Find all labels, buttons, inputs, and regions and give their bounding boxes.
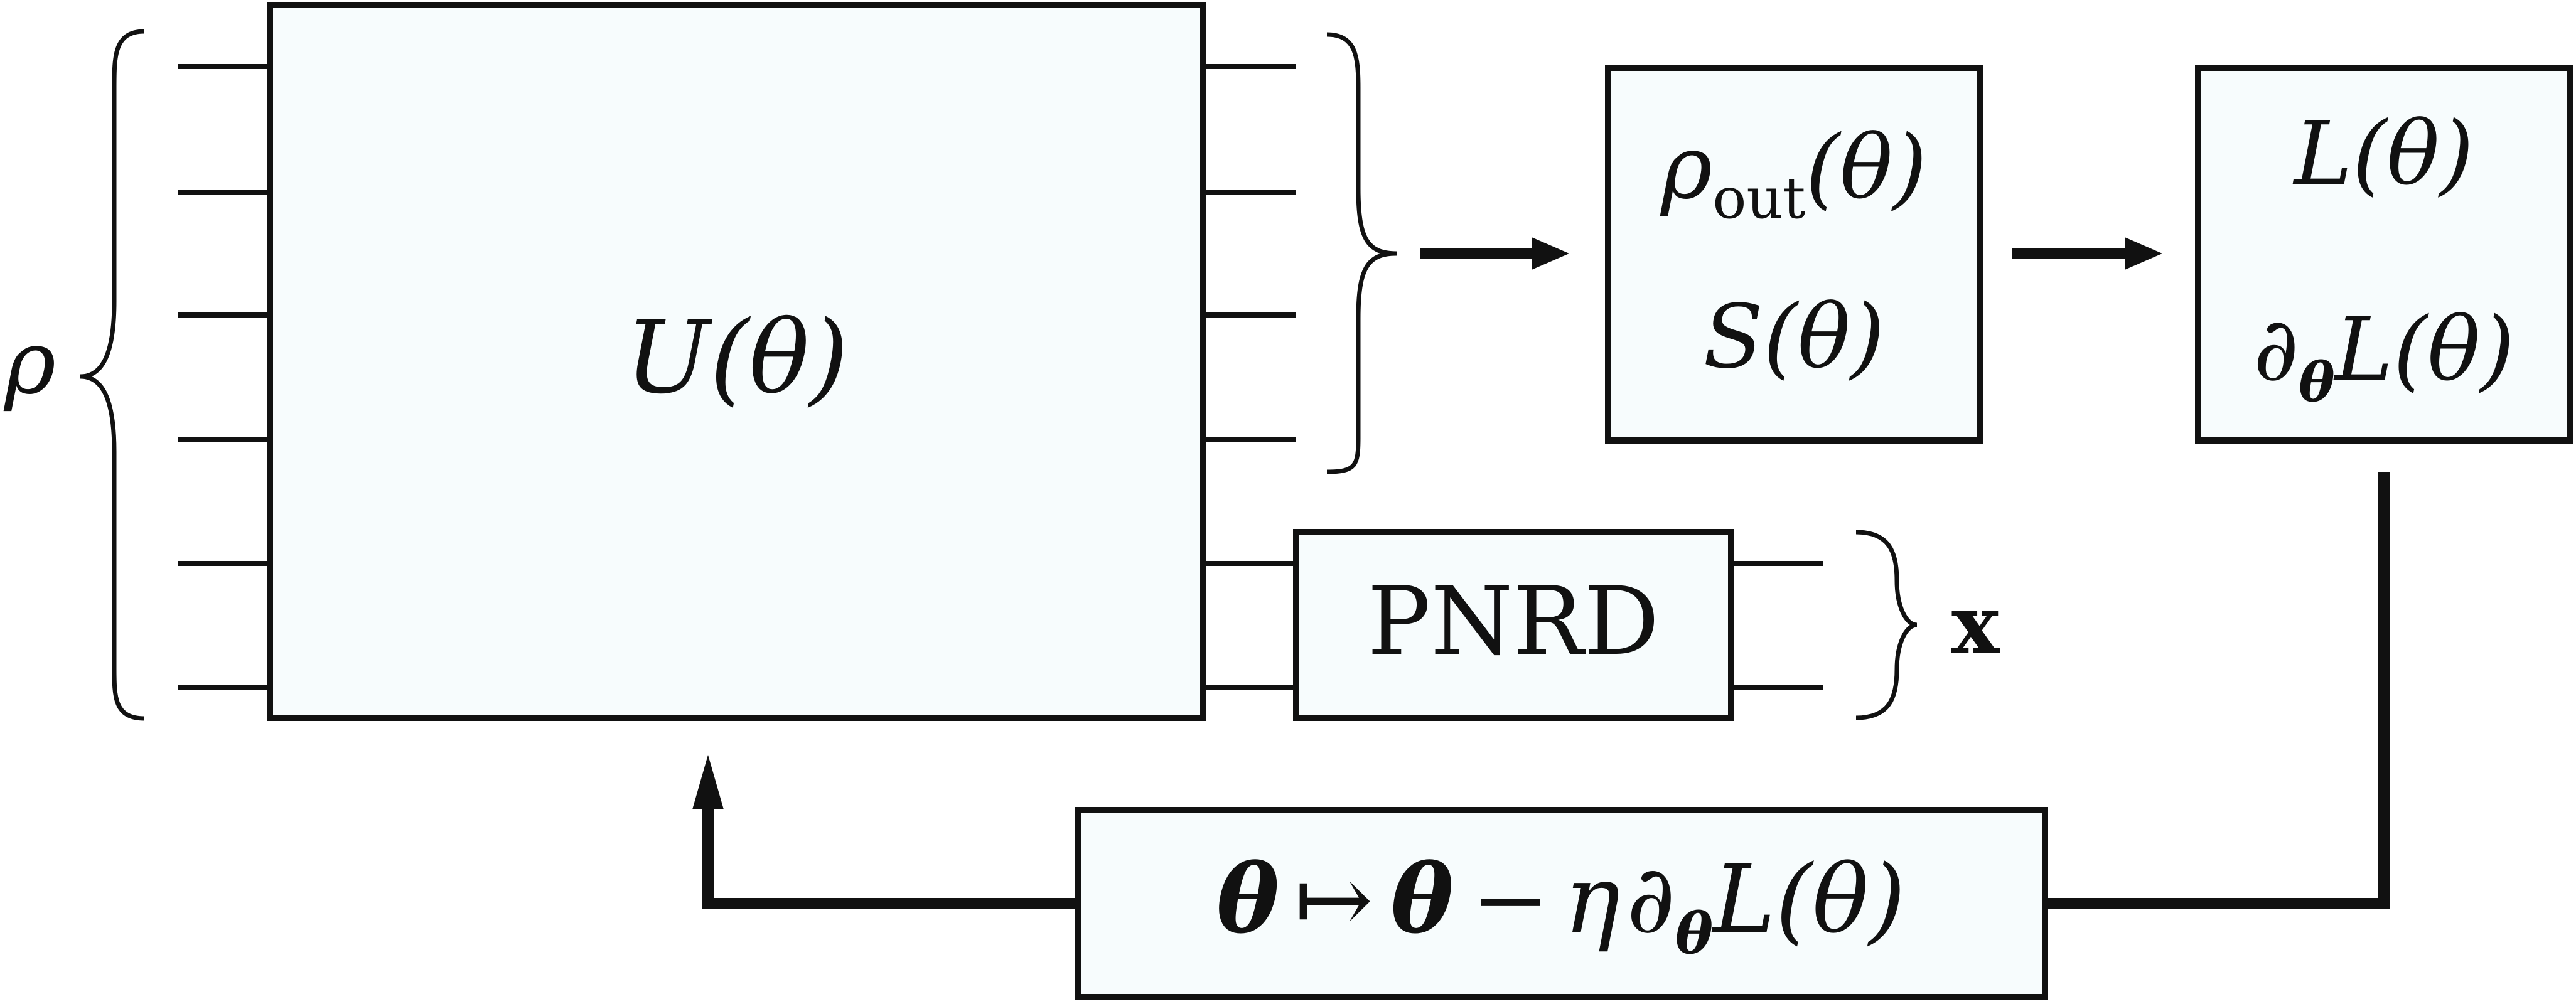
feedback-arrowhead [692, 755, 724, 809]
rho-symbol: ρ [1660, 117, 1712, 219]
update-rule-partial: ∂ [1626, 845, 1675, 954]
update-rule-theta-second: θ [1391, 844, 1454, 954]
output-state-s-label: S(θ) [1703, 286, 1884, 388]
pnrd-label: PNRD [1367, 567, 1659, 676]
feedback-path-right [2045, 472, 2390, 909]
output-state-box [1605, 65, 1983, 444]
loss-gradient-label: ∂θL(θ) [2253, 299, 2514, 414]
detector-wires [1731, 561, 1823, 690]
rho-subscript: out [1712, 166, 1805, 232]
feedback-path-left [702, 809, 1078, 909]
update-rule-minus: − [1471, 845, 1550, 954]
update-rule-theta: θ [1216, 844, 1279, 954]
update-rule-label: θ↦θ−η∂θL(θ) [1216, 844, 1906, 967]
output-wires [1203, 64, 1296, 690]
unitary-label: U(θ) [625, 299, 849, 416]
update-rule-box [1075, 807, 2048, 1000]
partial-subscript: θ [2299, 351, 2335, 414]
input-wires [178, 64, 270, 690]
update-rule-mapsto: ↦ [1294, 845, 1373, 954]
loss-label: L(θ) [2292, 103, 2474, 205]
update-rule-eta: η [1564, 845, 1621, 954]
unitary-box [267, 2, 1206, 721]
loss-box [2195, 65, 2573, 444]
output-state-rho-label: ρout(θ) [1660, 117, 1927, 232]
input-state-label: ρ [3, 312, 56, 414]
partial-symbol: ∂ [2253, 299, 2299, 401]
output-brace [1326, 32, 1397, 474]
update-rule-loss: L(θ) [1711, 845, 1906, 954]
measurement-outcome-label: x [1951, 578, 2000, 672]
rho-argument: (θ) [1806, 117, 1928, 219]
arrowhead-to-output-state [1532, 237, 1569, 270]
measurement-brace [1855, 530, 1918, 720]
input-brace [80, 29, 145, 721]
arrowhead-to-loss [2125, 237, 2162, 270]
update-rule-partial-subscript: θ [1675, 900, 1713, 967]
pnrd-box [1293, 529, 1734, 721]
loss-gradient-argument: L(θ) [2333, 299, 2515, 401]
